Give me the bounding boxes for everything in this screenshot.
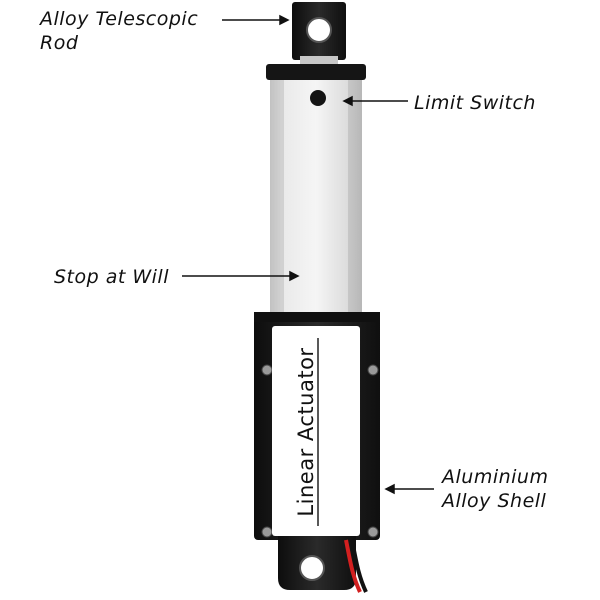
- housing-screw: [367, 364, 379, 376]
- rod-collar: [266, 64, 366, 80]
- housing-screw: [261, 526, 273, 538]
- aluminium-tube: [270, 80, 362, 316]
- housing-screw: [261, 364, 273, 376]
- housing-screw: [367, 526, 379, 538]
- product-label-text: Linear Actuator: [294, 347, 318, 517]
- label-shell-line1: Aluminium: [442, 466, 549, 488]
- power-wires: [344, 539, 368, 593]
- label-limit-switch: Limit Switch: [414, 92, 536, 114]
- bottom-mount: [278, 536, 356, 590]
- rod-end-mount: [292, 2, 346, 66]
- label-shell-line2: Alloy Shell: [442, 490, 547, 512]
- label-stop-at-will: Stop at Will: [54, 266, 169, 288]
- label-rod-line1: Alloy Telescopic: [40, 8, 199, 30]
- product-label-card: [272, 326, 360, 536]
- limit-switch-screw: [310, 90, 326, 106]
- callout-arrows: [182, 14, 434, 495]
- motor-housing: [254, 312, 380, 540]
- label-rod-line2: Rod: [40, 32, 79, 54]
